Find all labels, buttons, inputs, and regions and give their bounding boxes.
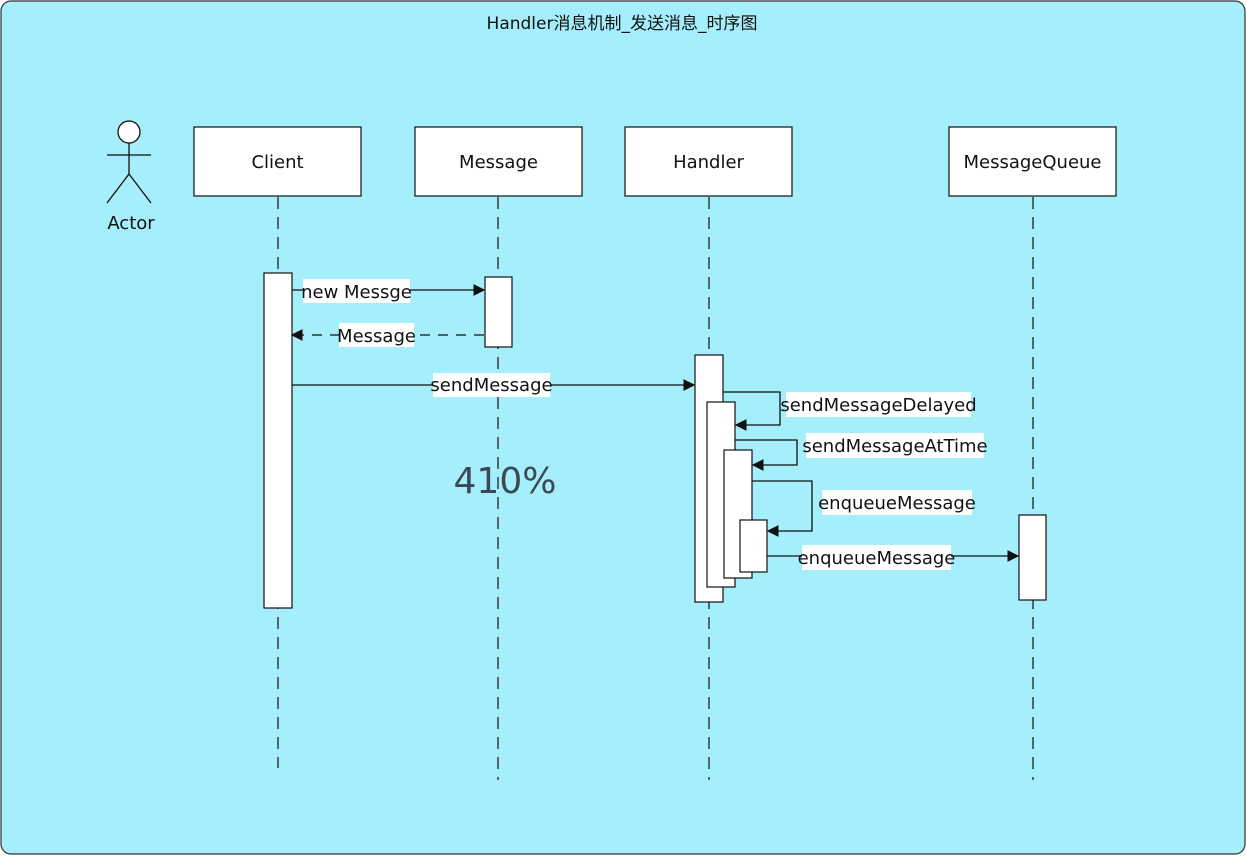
label-bg-enqueuemessage-self [822,490,972,515]
msg-label-enqueuemessage-self: enqueueMessage [818,493,976,514]
label-bg-new-messge [303,279,410,303]
participant-message-label: Message [459,152,538,173]
activation-handler-enqueue[interactable] [739,519,768,573]
activation-message[interactable] [484,276,513,348]
actor-figure[interactable] [106,120,152,204]
msg-label-return-message: Message [337,326,416,347]
participant-messagequeue-label: MessageQueue [963,152,1101,173]
msg-label-enqueuemessage-queue: enqueueMessage [798,548,956,569]
activation-client[interactable] [263,272,293,609]
msg-label-new-messge: new Messge [301,282,412,303]
arrow-enqueuemessage-self[interactable] [752,480,813,537]
participant-message[interactable]: Message [414,126,583,197]
label-bg-sendmessagedelayed [786,392,971,417]
participant-client-label: Client [251,152,303,173]
diagram-title: Handler消息机制_发送消息_时序图 [487,14,758,34]
msg-label-sendmessageattime: sendMessageAtTime [802,436,987,457]
msg-label-sendmessagedelayed: sendMessageDelayed [780,395,976,416]
label-bg-sendmessageattime [806,433,984,458]
participant-messagequeue[interactable]: MessageQueue [948,126,1117,197]
label-bg-return-message [339,323,414,347]
actor-label: Actor [107,213,155,234]
arrow-sendmessagedelayed[interactable] [723,391,781,431]
participant-handler[interactable]: Handler [624,126,793,197]
activation-messagequeue[interactable] [1018,514,1047,601]
participant-client[interactable]: Client [193,126,362,197]
arrow-sendmessageattime[interactable] [735,439,798,471]
label-bg-enqueuemessage-queue [802,545,951,570]
zoom-level-indicator: 410% [454,461,557,502]
participant-handler-label: Handler [673,152,744,173]
msg-label-sendmessage: sendMessage [430,375,552,396]
label-bg-sendmessage [433,373,550,397]
